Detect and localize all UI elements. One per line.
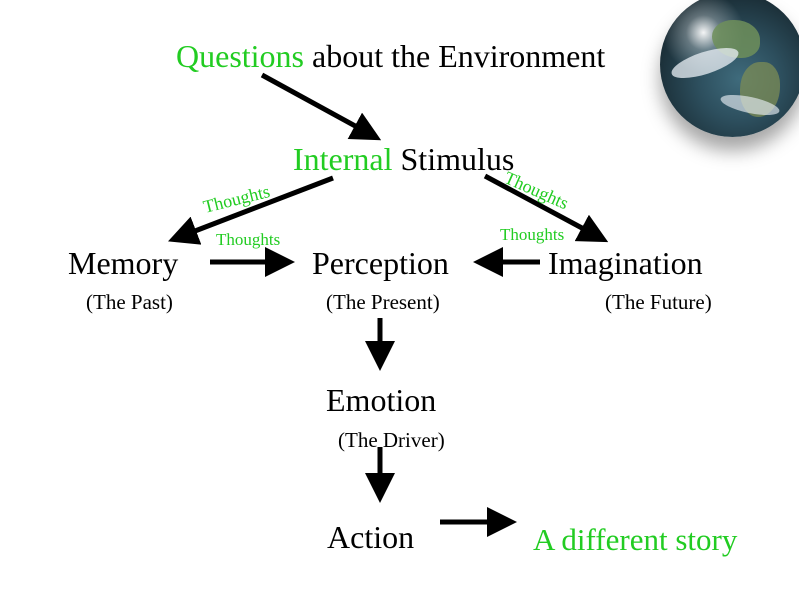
memory-label: Memory <box>68 245 179 281</box>
action-label: Action <box>327 519 415 555</box>
earth-globe-icon <box>660 0 799 137</box>
imagination-label: Imagination <box>548 245 703 281</box>
emotion-label: Emotion <box>326 382 437 418</box>
arrow-questions-to-stimulus <box>260 72 382 141</box>
stimulus-node: Internal Stimulus <box>293 143 514 175</box>
perception-sub: (The Present) <box>326 290 440 314</box>
thoughts-right-straight: Thoughts <box>500 225 565 244</box>
thoughts-left-curved-text: Thoughts <box>201 181 272 217</box>
outcome-label: A different story <box>533 522 738 557</box>
perception-label: Perception <box>312 245 449 281</box>
imagination-sub: (The Future) <box>605 290 712 314</box>
arrow-stimulus-to-imagination <box>483 173 609 243</box>
stimulus-rest: Stimulus <box>392 141 515 177</box>
thoughts-left-straight: Thoughts <box>216 230 281 249</box>
memory-sub: (The Past) <box>86 290 173 314</box>
thoughts-left-curved: Thoughts <box>201 181 272 217</box>
stimulus-highlight: Internal <box>293 141 393 177</box>
title-rest: about the Environment <box>304 38 606 74</box>
title-highlight: Questions <box>176 38 304 74</box>
page-title: Questions about the Environment <box>176 40 605 72</box>
arrow-stimulus-to-memory <box>167 175 334 245</box>
emotion-sub: (The Driver) <box>338 428 445 452</box>
